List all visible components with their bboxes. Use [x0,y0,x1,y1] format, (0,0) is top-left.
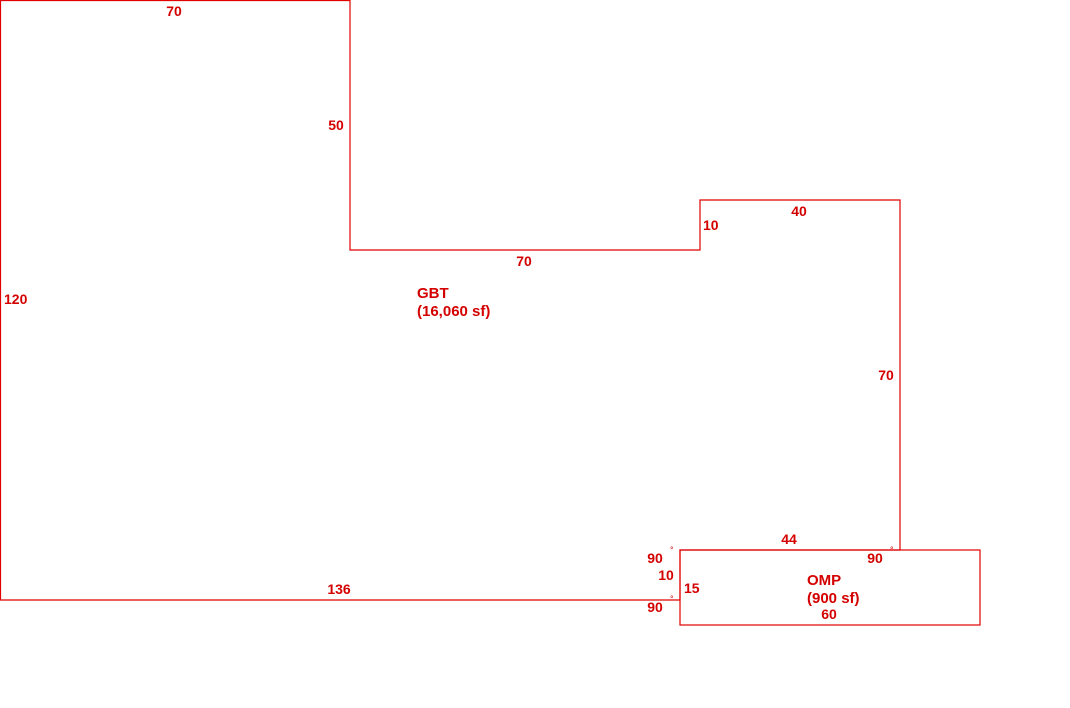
degree-symbol-top-right: ° [890,545,894,555]
omp-area-label: (900 sf) [807,590,860,607]
gbt-name-label: GBT [417,285,449,302]
degree-symbol-top-left: ° [670,545,674,555]
omp-name-label: OMP [807,572,841,589]
gbt-area-label: (16,060 sf) [417,303,490,320]
dim-gbt-notch-left: 10 [658,567,674,583]
dim-gbt-middle-ledge: 70 [516,253,532,269]
angle-notch-bottom-left: 90 [647,599,663,615]
dim-gbt-step-up: 10 [703,217,719,233]
dim-gbt-bottom: 136 [327,581,351,597]
degree-symbol-bottom-left: ° [670,594,674,604]
dim-omp-bottom: 60 [821,606,837,622]
dim-gbt-west-side: 120 [4,291,28,307]
gbt-outline [0,0,901,601]
dim-gbt-upper-east: 40 [791,203,807,219]
angle-notch-top-left: 90 [647,550,663,566]
dim-gbt-top: 70 [166,3,182,19]
omp-outline [679,549,981,626]
angle-notch-top-right: 90 [867,550,883,566]
dim-omp-left-side: 15 [684,580,700,596]
dim-gbt-notch-top: 44 [781,531,797,547]
dim-gbt-upper-right-drop: 50 [328,117,344,133]
dim-gbt-east-side: 70 [878,367,894,383]
